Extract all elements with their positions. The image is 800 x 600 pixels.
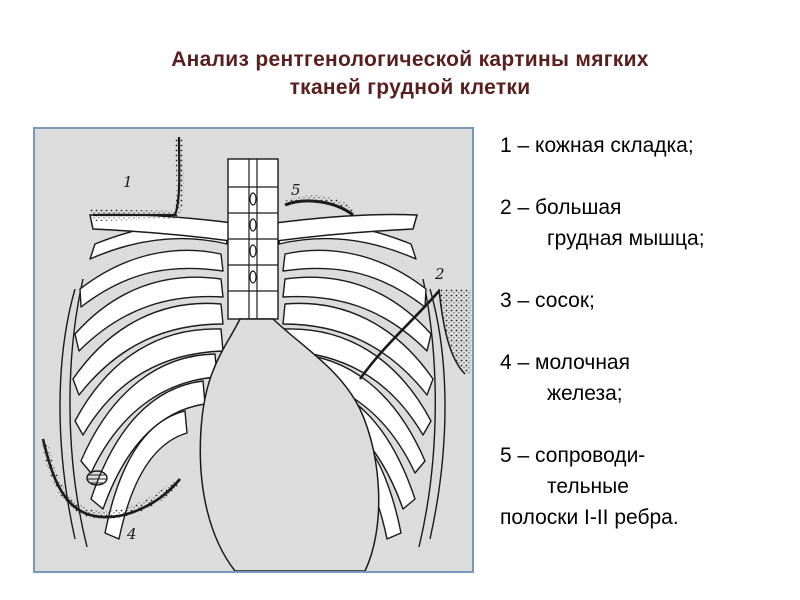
legend-item-text-tail: полоски I-II ребра.: [500, 506, 679, 529]
marker-1: 1: [123, 173, 133, 191]
legend-item-nipple: 3 – сосок;: [500, 285, 790, 316]
heart-shadow: [199, 318, 380, 571]
marker-5: 5: [291, 181, 301, 199]
chest-xray-drawing: 1 2 4 5: [33, 127, 474, 573]
legend-item-text: 4 – молочная: [500, 351, 630, 374]
legend-item-text: 2 – большая: [500, 196, 622, 219]
pectoralis-marker: [439, 289, 471, 374]
title-line-2: тканей грудной клетки: [289, 76, 531, 99]
spine: [227, 158, 279, 320]
title-line-1: Анализ рентгенологической картины мягких: [171, 48, 649, 71]
chest-illustration: 1 2 4 5: [41, 136, 471, 571]
legend-item-pectoralis: 2 – большая грудная мышца;: [500, 192, 790, 254]
marker-2: 2: [434, 265, 445, 283]
legend-item-text-continued: грудная мышца;: [547, 227, 705, 250]
legend: 1 – кожная складка; 2 – большая грудная …: [500, 130, 790, 564]
legend-item-text-continued: тельные: [547, 475, 629, 498]
legend-item-companion-strips: 5 – сопроводи- тельные полоски I-II ребр…: [500, 440, 790, 533]
legend-item-text: 1 – кожная складка;: [500, 134, 694, 157]
slide-title: Анализ рентгенологической картины мягких…: [60, 46, 760, 102]
legend-item-text-continued: железа;: [547, 382, 623, 405]
companion-strip-marker: [284, 199, 354, 217]
skin-fold-marker: [90, 137, 184, 221]
nipple-marker: [86, 470, 108, 486]
legend-item-text: 5 – сопроводи-: [500, 444, 646, 467]
marker-4: 4: [126, 525, 137, 543]
legend-item-skin-fold: 1 – кожная складка;: [500, 130, 790, 161]
legend-item-mammary-gland: 4 – молочная железа;: [500, 347, 790, 409]
legend-item-text: 3 – сосок;: [500, 289, 595, 312]
